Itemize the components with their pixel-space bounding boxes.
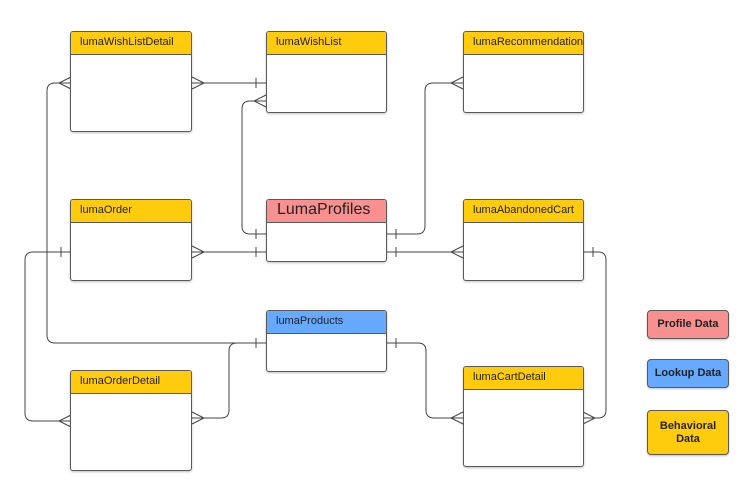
entity-luma-profiles[interactable]: LumaProfiles bbox=[266, 199, 387, 262]
relationship-cartdetail-products bbox=[386, 338, 464, 425]
entity-header: lumaOrder bbox=[71, 200, 191, 223]
entity-header: lumaProducts bbox=[267, 311, 386, 334]
legend-label: Behavioral Data bbox=[659, 419, 717, 445]
entity-luma-wish-list-detail[interactable]: lumaWishListDetail bbox=[70, 31, 192, 132]
relationship-orderdetail-products bbox=[191, 338, 266, 425]
legend-profile-data: Profile Data bbox=[647, 310, 729, 339]
relationship-abandonedcart-profiles bbox=[386, 245, 464, 259]
entity-header: lumaRecommendation bbox=[464, 32, 583, 55]
relationship-recommendation-profiles bbox=[386, 76, 464, 239]
relationship-wishlist-profiles bbox=[241, 94, 267, 239]
entity-luma-abandoned-cart[interactable]: lumaAbandonedCart bbox=[463, 199, 584, 281]
entity-header: lumaAbandonedCart bbox=[464, 200, 583, 223]
entity-header: lumaWishListDetail bbox=[71, 32, 191, 55]
legend-lookup-data: Lookup Data bbox=[647, 359, 729, 388]
entity-luma-recommendation[interactable]: lumaRecommendation bbox=[463, 31, 584, 113]
relationship-order-profiles bbox=[191, 245, 266, 259]
entity-header: LumaProfiles bbox=[267, 200, 386, 223]
entity-luma-wish-list[interactable]: lumaWishList bbox=[266, 31, 387, 113]
legend-behavioral-data: Behavioral Data bbox=[647, 410, 729, 455]
relationship-cartdetail-abandonedcart bbox=[582, 247, 607, 425]
entity-luma-order[interactable]: lumaOrder bbox=[70, 199, 192, 281]
entity-luma-products[interactable]: lumaProducts bbox=[266, 310, 387, 372]
entity-header: lumaWishList bbox=[267, 32, 386, 55]
entity-luma-cart-detail[interactable]: lumaCartDetail bbox=[463, 366, 584, 467]
entity-header: lumaCartDetail bbox=[464, 367, 583, 390]
legend-label: Lookup Data bbox=[654, 367, 722, 379]
entity-luma-order-detail[interactable]: lumaOrderDetail bbox=[70, 370, 192, 471]
relationship-orderdetail-order bbox=[24, 247, 72, 428]
entity-header: lumaOrderDetail bbox=[71, 371, 191, 394]
legend-label: Profile Data bbox=[657, 318, 719, 330]
relationship-wishlistdetail-wishlist bbox=[191, 76, 266, 90]
